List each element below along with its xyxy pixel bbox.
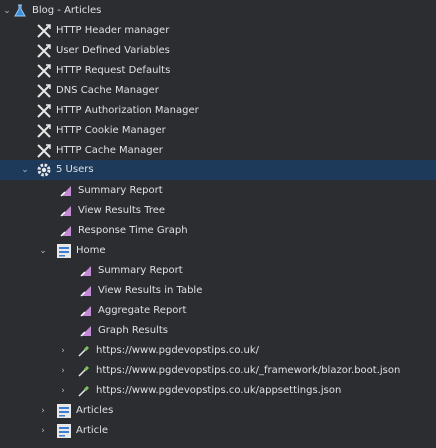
chart-icon [78, 323, 94, 339]
tree-node-controller[interactable]: › Articles [0, 401, 436, 421]
chart-icon [78, 303, 94, 319]
tree-node-controller[interactable]: › Article [0, 421, 436, 441]
tree-node-listener[interactable]: Summary Report [0, 181, 436, 201]
pipette-icon [76, 383, 92, 399]
tree-node-label: HTTP Cookie Manager [56, 125, 166, 136]
wrench-icon [36, 23, 52, 39]
chevron-right-icon[interactable]: › [61, 346, 65, 356]
tree-node-label: Summary Report [78, 185, 163, 196]
wrench-icon [36, 103, 52, 119]
pipette-icon [76, 343, 92, 359]
tree-node-config[interactable]: HTTP Cookie Manager [0, 121, 436, 141]
tree-node-label: Graph Results [98, 325, 168, 336]
tree-node-controller-home[interactable]: ⌄ Home [0, 241, 436, 261]
tree-node-config[interactable]: HTTP Header manager [0, 21, 436, 41]
tree-node-label: HTTP Cache Manager [56, 145, 163, 156]
tree-node-label: HTTP Header manager [56, 25, 170, 36]
tree-node-sampler[interactable]: › https://www.pgdevopstips.co.uk/_framew… [0, 361, 436, 381]
tree-node-label: https://www.pgdevopstips.co.uk/ [96, 345, 259, 356]
tree-node-label: https://www.pgdevopstips.co.uk/appsettin… [96, 385, 342, 396]
chevron-right-icon[interactable]: › [41, 426, 45, 436]
chart-icon [58, 203, 74, 219]
tree-node-label: HTTP Request Defaults [56, 65, 171, 76]
tree-node-label: DNS Cache Manager [56, 85, 159, 96]
tree-node-label: https://www.pgdevopstips.co.uk/_framewor… [96, 365, 401, 376]
chevron-down-icon[interactable]: ⌄ [21, 165, 29, 175]
wrench-icon [36, 63, 52, 79]
tree-node-label: Articles [76, 405, 114, 416]
controller-icon [56, 423, 72, 439]
tree-node-root[interactable]: ⌄ Blog - Articles [0, 1, 436, 21]
chart-icon [78, 283, 94, 299]
tree-node-label: Blog - Articles [32, 5, 102, 16]
tree-node-label: 5 Users [56, 164, 94, 175]
tree-node-label: Aggregate Report [98, 305, 187, 316]
chevron-right-icon[interactable]: › [61, 366, 65, 376]
chart-icon [58, 223, 74, 239]
chevron-right-icon[interactable]: › [61, 386, 65, 396]
chevron-down-icon[interactable]: ⌄ [39, 246, 47, 256]
tree-node-listener[interactable]: View Results in Table [0, 281, 436, 301]
tree-node-config[interactable]: HTTP Cache Manager [0, 141, 436, 161]
tree-node-config[interactable]: DNS Cache Manager [0, 81, 436, 101]
wrench-icon [36, 43, 52, 59]
tree-node-label: View Results in Table [98, 285, 203, 296]
tree-node-listener[interactable]: Graph Results [0, 321, 436, 341]
tree-node-label: Home [76, 245, 106, 256]
tree-node-label: Response Time Graph [78, 225, 188, 236]
controller-icon [56, 403, 72, 419]
chevron-down-icon[interactable]: ⌄ [3, 6, 11, 16]
chart-icon [78, 263, 94, 279]
gear-icon [36, 162, 52, 178]
tree-node-listener[interactable]: View Results Tree [0, 201, 436, 221]
tree-node-label: Article [76, 425, 109, 436]
tree-node-thread-group[interactable]: ⌄ 5 Users [0, 160, 436, 180]
tree-node-config[interactable]: User Defined Variables [0, 41, 436, 61]
chevron-right-icon[interactable]: › [41, 406, 45, 416]
tree-node-listener[interactable]: Aggregate Report [0, 301, 436, 321]
tree-node-config[interactable]: HTTP Request Defaults [0, 61, 436, 81]
tree-node-sampler[interactable]: › https://www.pgdevopstips.co.uk/ [0, 341, 436, 361]
controller-icon [56, 243, 72, 259]
tree-node-label: View Results Tree [78, 205, 166, 216]
tree-node-config[interactable]: HTTP Authorization Manager [0, 101, 436, 121]
tree-node-label: User Defined Variables [56, 45, 170, 56]
wrench-icon [36, 83, 52, 99]
flask-icon [12, 3, 28, 19]
wrench-icon [36, 123, 52, 139]
wrench-icon [36, 143, 52, 159]
tree-node-listener[interactable]: Response Time Graph [0, 221, 436, 241]
tree-node-listener[interactable]: Summary Report [0, 261, 436, 281]
pipette-icon [76, 363, 92, 379]
tree-node-sampler[interactable]: › https://www.pgdevopstips.co.uk/appsett… [0, 381, 436, 401]
tree-node-label: Summary Report [98, 265, 183, 276]
chart-icon [58, 183, 74, 199]
tree-node-label: HTTP Authorization Manager [56, 105, 199, 116]
